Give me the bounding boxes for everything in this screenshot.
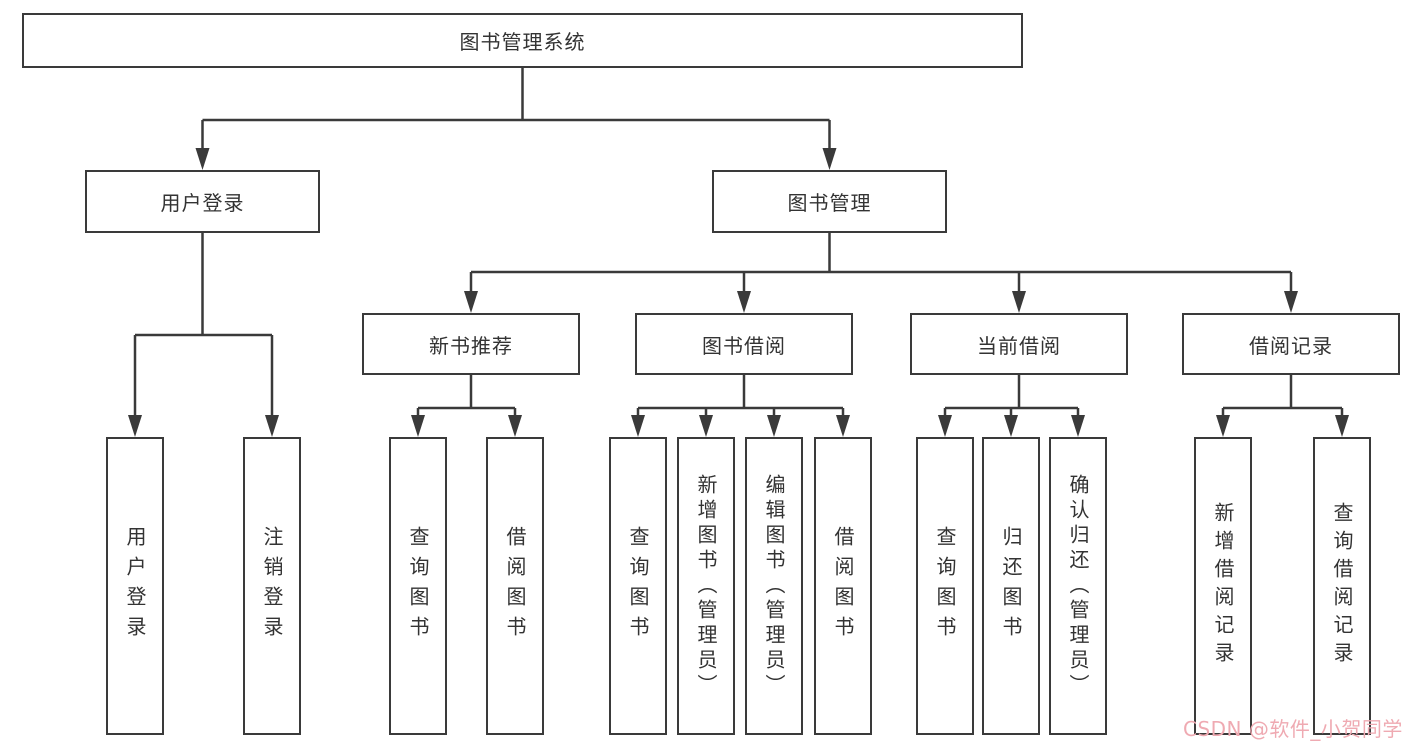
node-confirm-return-admin: 确认归还（管理员） <box>1049 437 1107 735</box>
node-borrow-books-action: 借阅图书 <box>814 437 872 735</box>
node-new-book-recommend: 新书推荐 <box>362 313 580 375</box>
node-current-borrowing: 当前借阅 <box>910 313 1128 375</box>
csdn-watermark: CSDN @软件_小贺同学 <box>1183 717 1403 741</box>
node-return-books: 归还图书 <box>982 437 1040 735</box>
node-library-management-system: 图书管理系统 <box>22 13 1023 68</box>
node-user-login-action: 用户登录 <box>106 437 164 735</box>
node-add-books-admin: 新增图书（管理员） <box>677 437 735 735</box>
node-query-borrow-record: 查询借阅记录 <box>1313 437 1371 735</box>
node-logout-action: 注销登录 <box>243 437 301 735</box>
node-user-login-module: 用户登录 <box>85 170 320 233</box>
node-query-books-borrowing: 查询图书 <box>609 437 667 735</box>
node-book-management-module: 图书管理 <box>712 170 947 233</box>
node-book-borrowing: 图书借阅 <box>635 313 853 375</box>
node-add-borrow-record: 新增借阅记录 <box>1194 437 1252 735</box>
arrowheads <box>128 148 1349 437</box>
node-borrow-books-recommend: 借阅图书 <box>486 437 544 735</box>
node-edit-books-admin: 编辑图书（管理员） <box>745 437 803 735</box>
node-query-books-current: 查询图书 <box>916 437 974 735</box>
node-borrowing-records: 借阅记录 <box>1182 313 1400 375</box>
node-query-books-recommend: 查询图书 <box>389 437 447 735</box>
